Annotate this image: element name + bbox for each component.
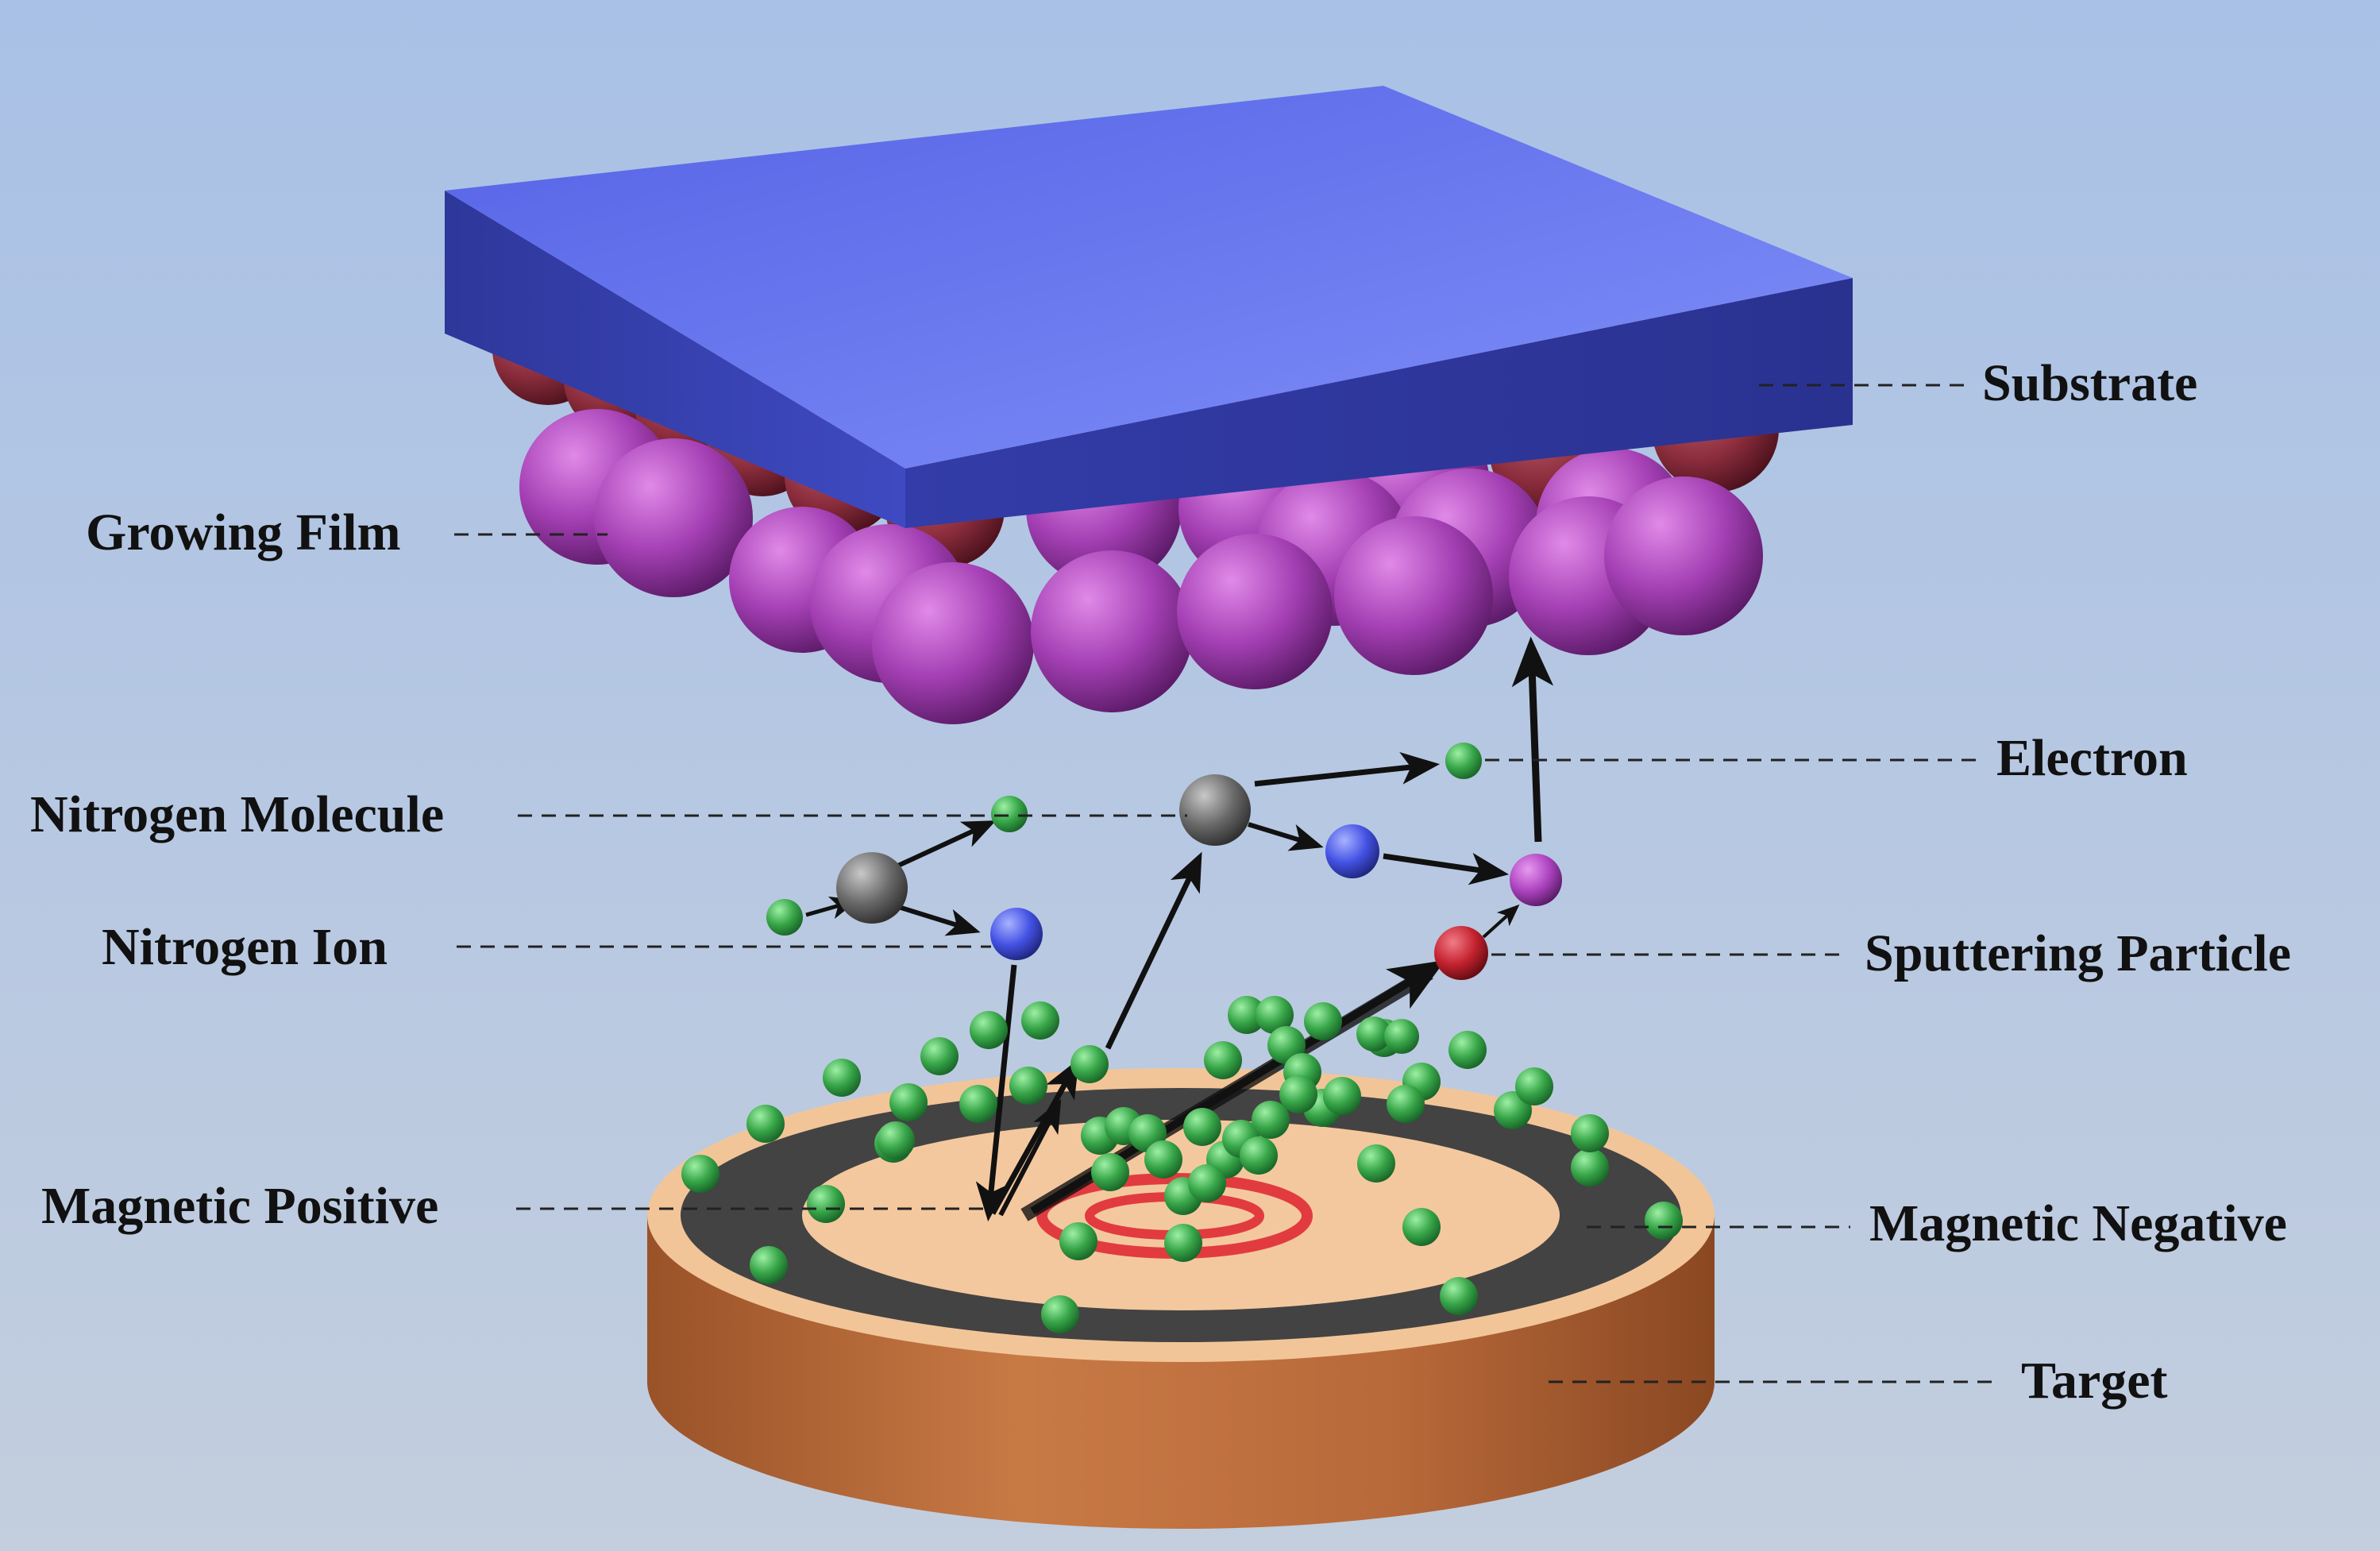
electron: [1279, 1075, 1317, 1113]
electron: [823, 1059, 861, 1097]
particles: [681, 743, 1683, 1333]
electron: [920, 1037, 959, 1075]
substrate-front: [445, 191, 905, 528]
electron: [1515, 1067, 1553, 1105]
electron: [1387, 1085, 1425, 1123]
molecule2-to-ion-arrow: [1248, 822, 1324, 851]
electron: [1571, 1114, 1609, 1152]
substrate-label: Substrate: [1982, 354, 2198, 412]
electron: [1304, 1002, 1342, 1040]
electron: [1183, 1108, 1221, 1146]
electron: [807, 1185, 845, 1223]
substrate-side: [905, 278, 1853, 528]
nitrogen-molecule: [836, 852, 908, 924]
target-top-inner: [802, 1120, 1560, 1310]
sputtering-particle: [1434, 926, 1488, 980]
film-atom: [1604, 476, 1763, 635]
film-atom: [594, 438, 753, 597]
nitrogen-molecule: [1179, 774, 1251, 846]
rebound-arrow-3: [1105, 851, 1202, 1050]
electron: [750, 1246, 788, 1284]
electron: [1384, 1019, 1419, 1054]
electron: [1041, 1295, 1079, 1333]
target-disk: [647, 1068, 1715, 1529]
electron: [877, 1121, 915, 1159]
electron: [1440, 1277, 1478, 1315]
ion-impact-arrow: [975, 964, 1017, 1222]
leader-lines: [454, 384, 2001, 1383]
electron: [766, 899, 803, 936]
growing-film-label: Growing Film: [86, 503, 401, 561]
electron: [1204, 1041, 1242, 1079]
film-atom: [1334, 516, 1493, 675]
molecule-to-electron-arrow: [888, 820, 997, 872]
substrate-top: [445, 86, 1853, 469]
electron: [1091, 1153, 1129, 1191]
substrate-block: [445, 86, 1853, 528]
rebound-arrow-2: [998, 1098, 1062, 1217]
sputter-to-deposit-arrow: [1482, 904, 1520, 939]
magnetic-positive-label: Magnetic Positive: [41, 1177, 439, 1235]
sputtering-particle-label: Sputtering Particle: [1865, 924, 2292, 982]
electron: [1256, 996, 1294, 1034]
ion-to-deposit-arrow: [1383, 852, 1510, 885]
electron: [959, 1085, 997, 1123]
electron: [1645, 1202, 1683, 1240]
electron: [1188, 1164, 1226, 1202]
electron: [1240, 1136, 1278, 1175]
electron: [1571, 1148, 1609, 1186]
electron: [1323, 1077, 1361, 1115]
electron: [1445, 743, 1482, 779]
electron: [970, 1011, 1008, 1049]
film-atom: [1031, 550, 1193, 712]
electron: [1009, 1067, 1047, 1105]
nitrogen-molecule-label: Nitrogen Molecule: [30, 785, 445, 843]
deposit-up-arrow: [1511, 636, 1554, 843]
electron: [1252, 1101, 1290, 1139]
electron: [1356, 1017, 1391, 1051]
rebound-arrow-1: [989, 1058, 1079, 1215]
electron: [1357, 1144, 1395, 1183]
magnetic-negative-label: Magnetic Negative: [1869, 1194, 2287, 1252]
film-atom: [1177, 534, 1333, 689]
electron: [1164, 1224, 1202, 1262]
electron: [1228, 996, 1266, 1034]
electron: [1144, 1140, 1182, 1179]
electron: [1021, 1001, 1059, 1040]
electron: [1059, 1222, 1097, 1260]
target-label: Target: [2021, 1352, 2168, 1410]
electron: [889, 1083, 928, 1121]
molecule2-to-electron-arrow: [1254, 752, 1441, 787]
electron: [681, 1155, 719, 1193]
electron: [1402, 1208, 1441, 1246]
nitrogen-ion: [1325, 824, 1379, 878]
nitrogen-ion: [990, 908, 1043, 960]
electron-label: Electron: [1996, 729, 2188, 787]
deposited-particle: [1510, 854, 1562, 906]
electron: [1070, 1045, 1109, 1083]
molecule-to-ion-arrow: [893, 903, 981, 936]
nitrogen-ion-label: Nitrogen Ion: [102, 918, 388, 976]
film-atom: [872, 562, 1034, 724]
electron: [991, 796, 1028, 832]
electron: [1448, 1031, 1487, 1069]
electron: [746, 1105, 785, 1143]
